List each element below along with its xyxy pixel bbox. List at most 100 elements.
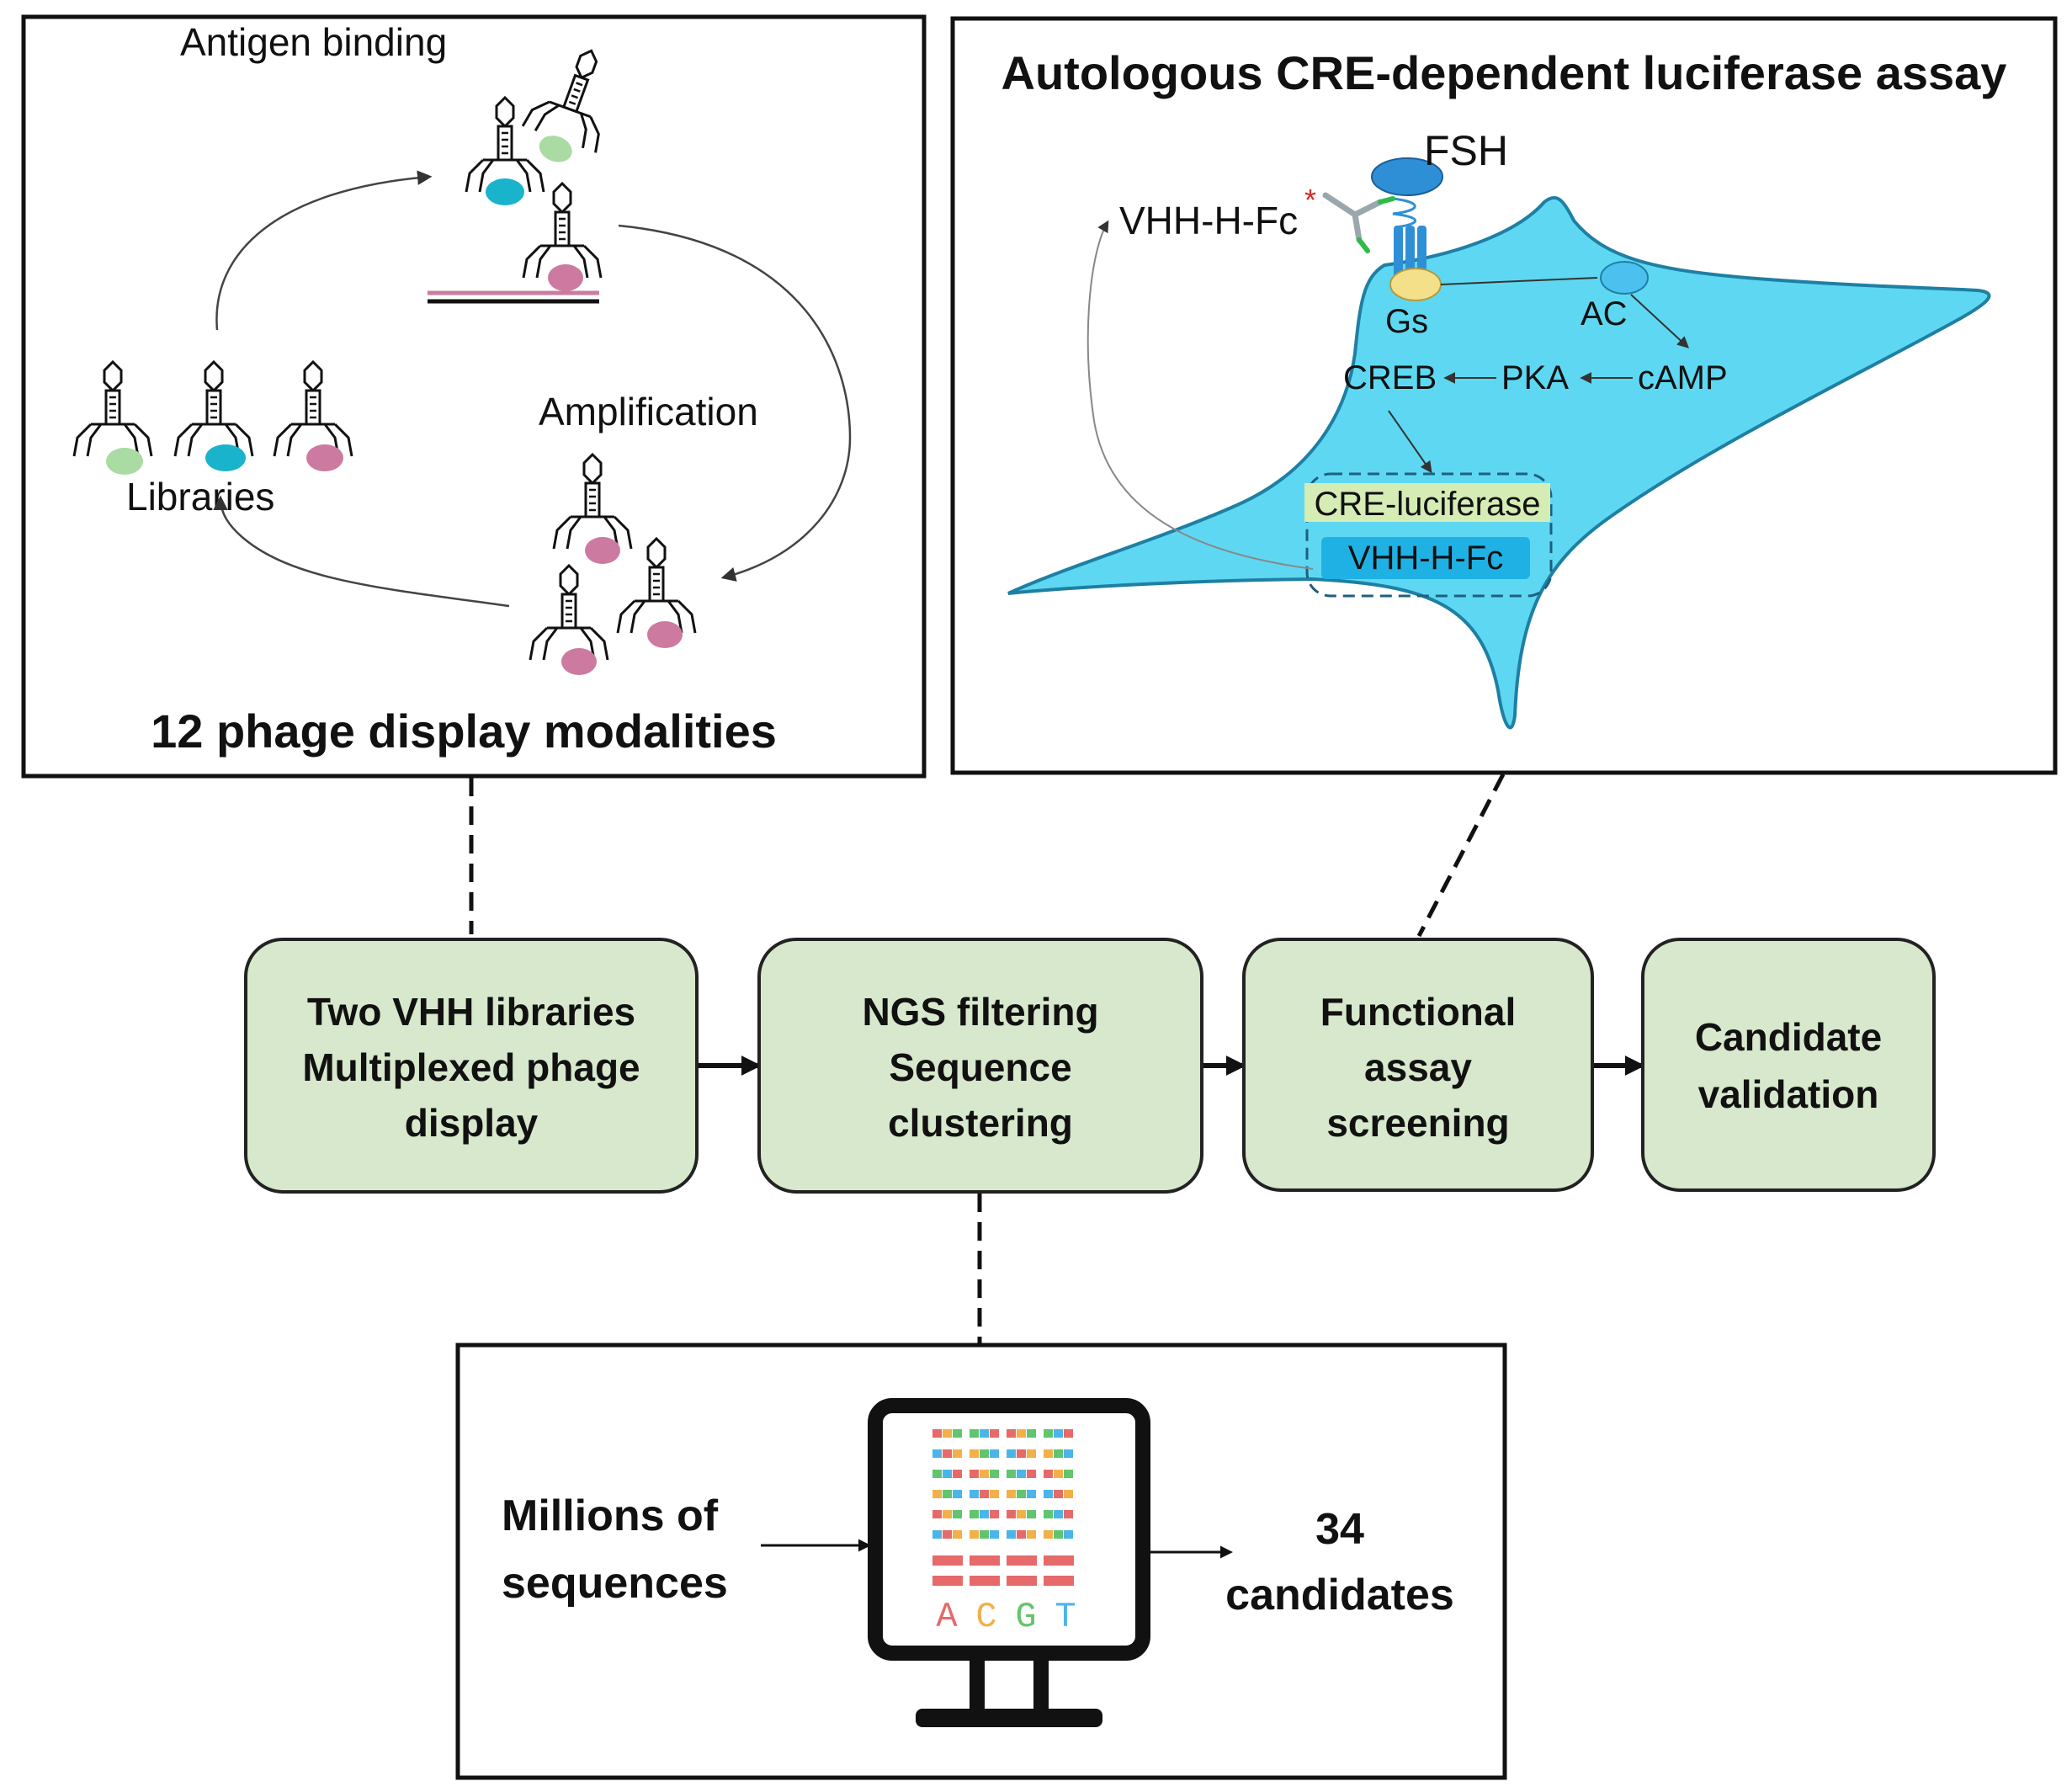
base-c: C xyxy=(975,1597,996,1637)
vhh-construct-label: VHH-H-Fc xyxy=(1348,540,1503,577)
consensus-block xyxy=(1007,1555,1037,1566)
phage-display-panel: Antigen binding Amplification Libraries … xyxy=(21,14,927,779)
sequence-block xyxy=(970,1490,979,1498)
cycle-arrow-to-binding xyxy=(215,170,433,331)
sequence-block xyxy=(1044,1470,1053,1478)
sequence-block xyxy=(1017,1429,1026,1438)
step1-line3: display xyxy=(405,1101,539,1145)
sequence-block xyxy=(1027,1490,1036,1498)
sequence-block xyxy=(932,1470,942,1478)
sequence-block xyxy=(970,1510,979,1518)
luciferase-assay-panel: Autologous CRE-dependent luciferase assa… xyxy=(950,16,2058,775)
base-t: T xyxy=(1055,1597,1076,1637)
amplified-phage-2 xyxy=(616,537,697,648)
vhh-construct-bg xyxy=(1321,537,1530,579)
cell-body xyxy=(1007,196,1991,730)
sequence-block xyxy=(1027,1470,1036,1478)
library-phage-cyan xyxy=(173,360,254,471)
sequence-block xyxy=(970,1470,979,1478)
consensus-block xyxy=(1044,1555,1074,1566)
step2-line1: NGS filtering xyxy=(862,990,1098,1034)
sequence-block xyxy=(1064,1449,1073,1458)
consensus-block xyxy=(932,1576,963,1586)
sequence-block xyxy=(980,1530,989,1539)
sequence-block xyxy=(1054,1470,1063,1478)
sequence-block xyxy=(1044,1490,1053,1498)
base-g: G xyxy=(1015,1597,1036,1637)
sequence-block xyxy=(990,1470,999,1478)
consensus-block xyxy=(970,1555,1000,1566)
library-phage-pink xyxy=(273,360,353,471)
sequence-block xyxy=(953,1429,962,1438)
phage-panel-title: 12 phage display modalities xyxy=(151,705,777,758)
sequence-block xyxy=(932,1530,942,1539)
fsh-hormone xyxy=(1371,157,1443,196)
gs-protein xyxy=(1389,268,1442,301)
step3-line3: screening xyxy=(1326,1101,1509,1145)
ngs-panel: Millions of sequences A C G T 34 candida… xyxy=(455,1343,1507,1780)
sequence-block xyxy=(980,1429,989,1438)
assay-panel-title: Autologous CRE-dependent luciferase assa… xyxy=(1001,46,2007,99)
reporter-construct-box xyxy=(1305,472,1553,598)
consensus-block xyxy=(970,1576,1000,1586)
sequence-alignment-rows xyxy=(932,1429,1074,1586)
sequence-block xyxy=(932,1510,942,1518)
sequence-block xyxy=(990,1530,999,1539)
ac-label: AC xyxy=(1581,295,1628,332)
sequence-block xyxy=(943,1449,952,1458)
vhh-antibody-icon xyxy=(1322,192,1395,253)
sequence-block xyxy=(943,1510,952,1518)
cre-luciferase-label: CRE-luciferase xyxy=(1315,486,1541,523)
monitor-icon: A C G T xyxy=(868,1398,1150,1727)
sequence-block xyxy=(1044,1530,1053,1539)
fsh-label: FSH xyxy=(1424,127,1508,174)
amplification-label: Amplification xyxy=(539,390,758,433)
consensus-block xyxy=(932,1555,963,1566)
step2-line2: Sequence xyxy=(889,1045,1071,1089)
sequence-block xyxy=(943,1470,952,1478)
sequence-block xyxy=(1007,1429,1016,1438)
sequence-block xyxy=(1064,1490,1073,1498)
modification-asterisk: * xyxy=(1304,183,1316,217)
sequence-block xyxy=(980,1490,989,1498)
workflow-step-4: Candidate validation xyxy=(1641,938,1936,1192)
sequence-block xyxy=(990,1510,999,1518)
sequence-block xyxy=(1017,1510,1026,1518)
workflow-step-3: Functional assay screening xyxy=(1242,938,1594,1192)
connector-assay-panel xyxy=(1416,773,1506,938)
sequence-block xyxy=(970,1429,979,1438)
pka-label: PKA xyxy=(1501,359,1569,396)
sequence-block xyxy=(1007,1530,1016,1539)
sequence-block xyxy=(1054,1510,1063,1518)
workflow-step-2: NGS filtering Sequence clustering xyxy=(757,938,1203,1194)
step1-line2: Multiplexed phage xyxy=(302,1045,640,1089)
sequence-block xyxy=(1054,1449,1063,1458)
step3-line2: assay xyxy=(1364,1045,1472,1089)
amplified-phage-1 xyxy=(552,453,633,564)
sequence-block xyxy=(1027,1449,1036,1458)
sequence-block xyxy=(1054,1429,1063,1438)
sequence-block xyxy=(953,1449,962,1458)
ngs-input-line1: Millions of xyxy=(502,1492,719,1540)
step2-line3: clustering xyxy=(888,1101,1073,1145)
sequence-block xyxy=(953,1510,962,1518)
sequence-block xyxy=(1007,1510,1016,1518)
sequence-block xyxy=(990,1490,999,1498)
sequence-block xyxy=(943,1530,952,1539)
creb-label: CREB xyxy=(1343,359,1437,396)
sequence-block xyxy=(1044,1429,1053,1438)
sequence-block xyxy=(932,1429,942,1438)
camp-label: cAMP xyxy=(1638,359,1728,396)
sequence-block xyxy=(1017,1470,1026,1478)
arrow-creb-to-nucleus xyxy=(1388,410,1432,474)
arrow-gs-to-ac xyxy=(1440,277,1598,285)
libraries-label: Libraries xyxy=(126,475,274,518)
workflow-step-1: Two VHH libraries Multiplexed phage disp… xyxy=(244,938,699,1194)
step4-line1: Candidate xyxy=(1695,1015,1882,1059)
sequence-block xyxy=(1027,1530,1036,1539)
sequence-block xyxy=(980,1449,989,1458)
sequence-block xyxy=(953,1530,962,1539)
sequence-block xyxy=(980,1470,989,1478)
sequence-block xyxy=(990,1449,999,1458)
